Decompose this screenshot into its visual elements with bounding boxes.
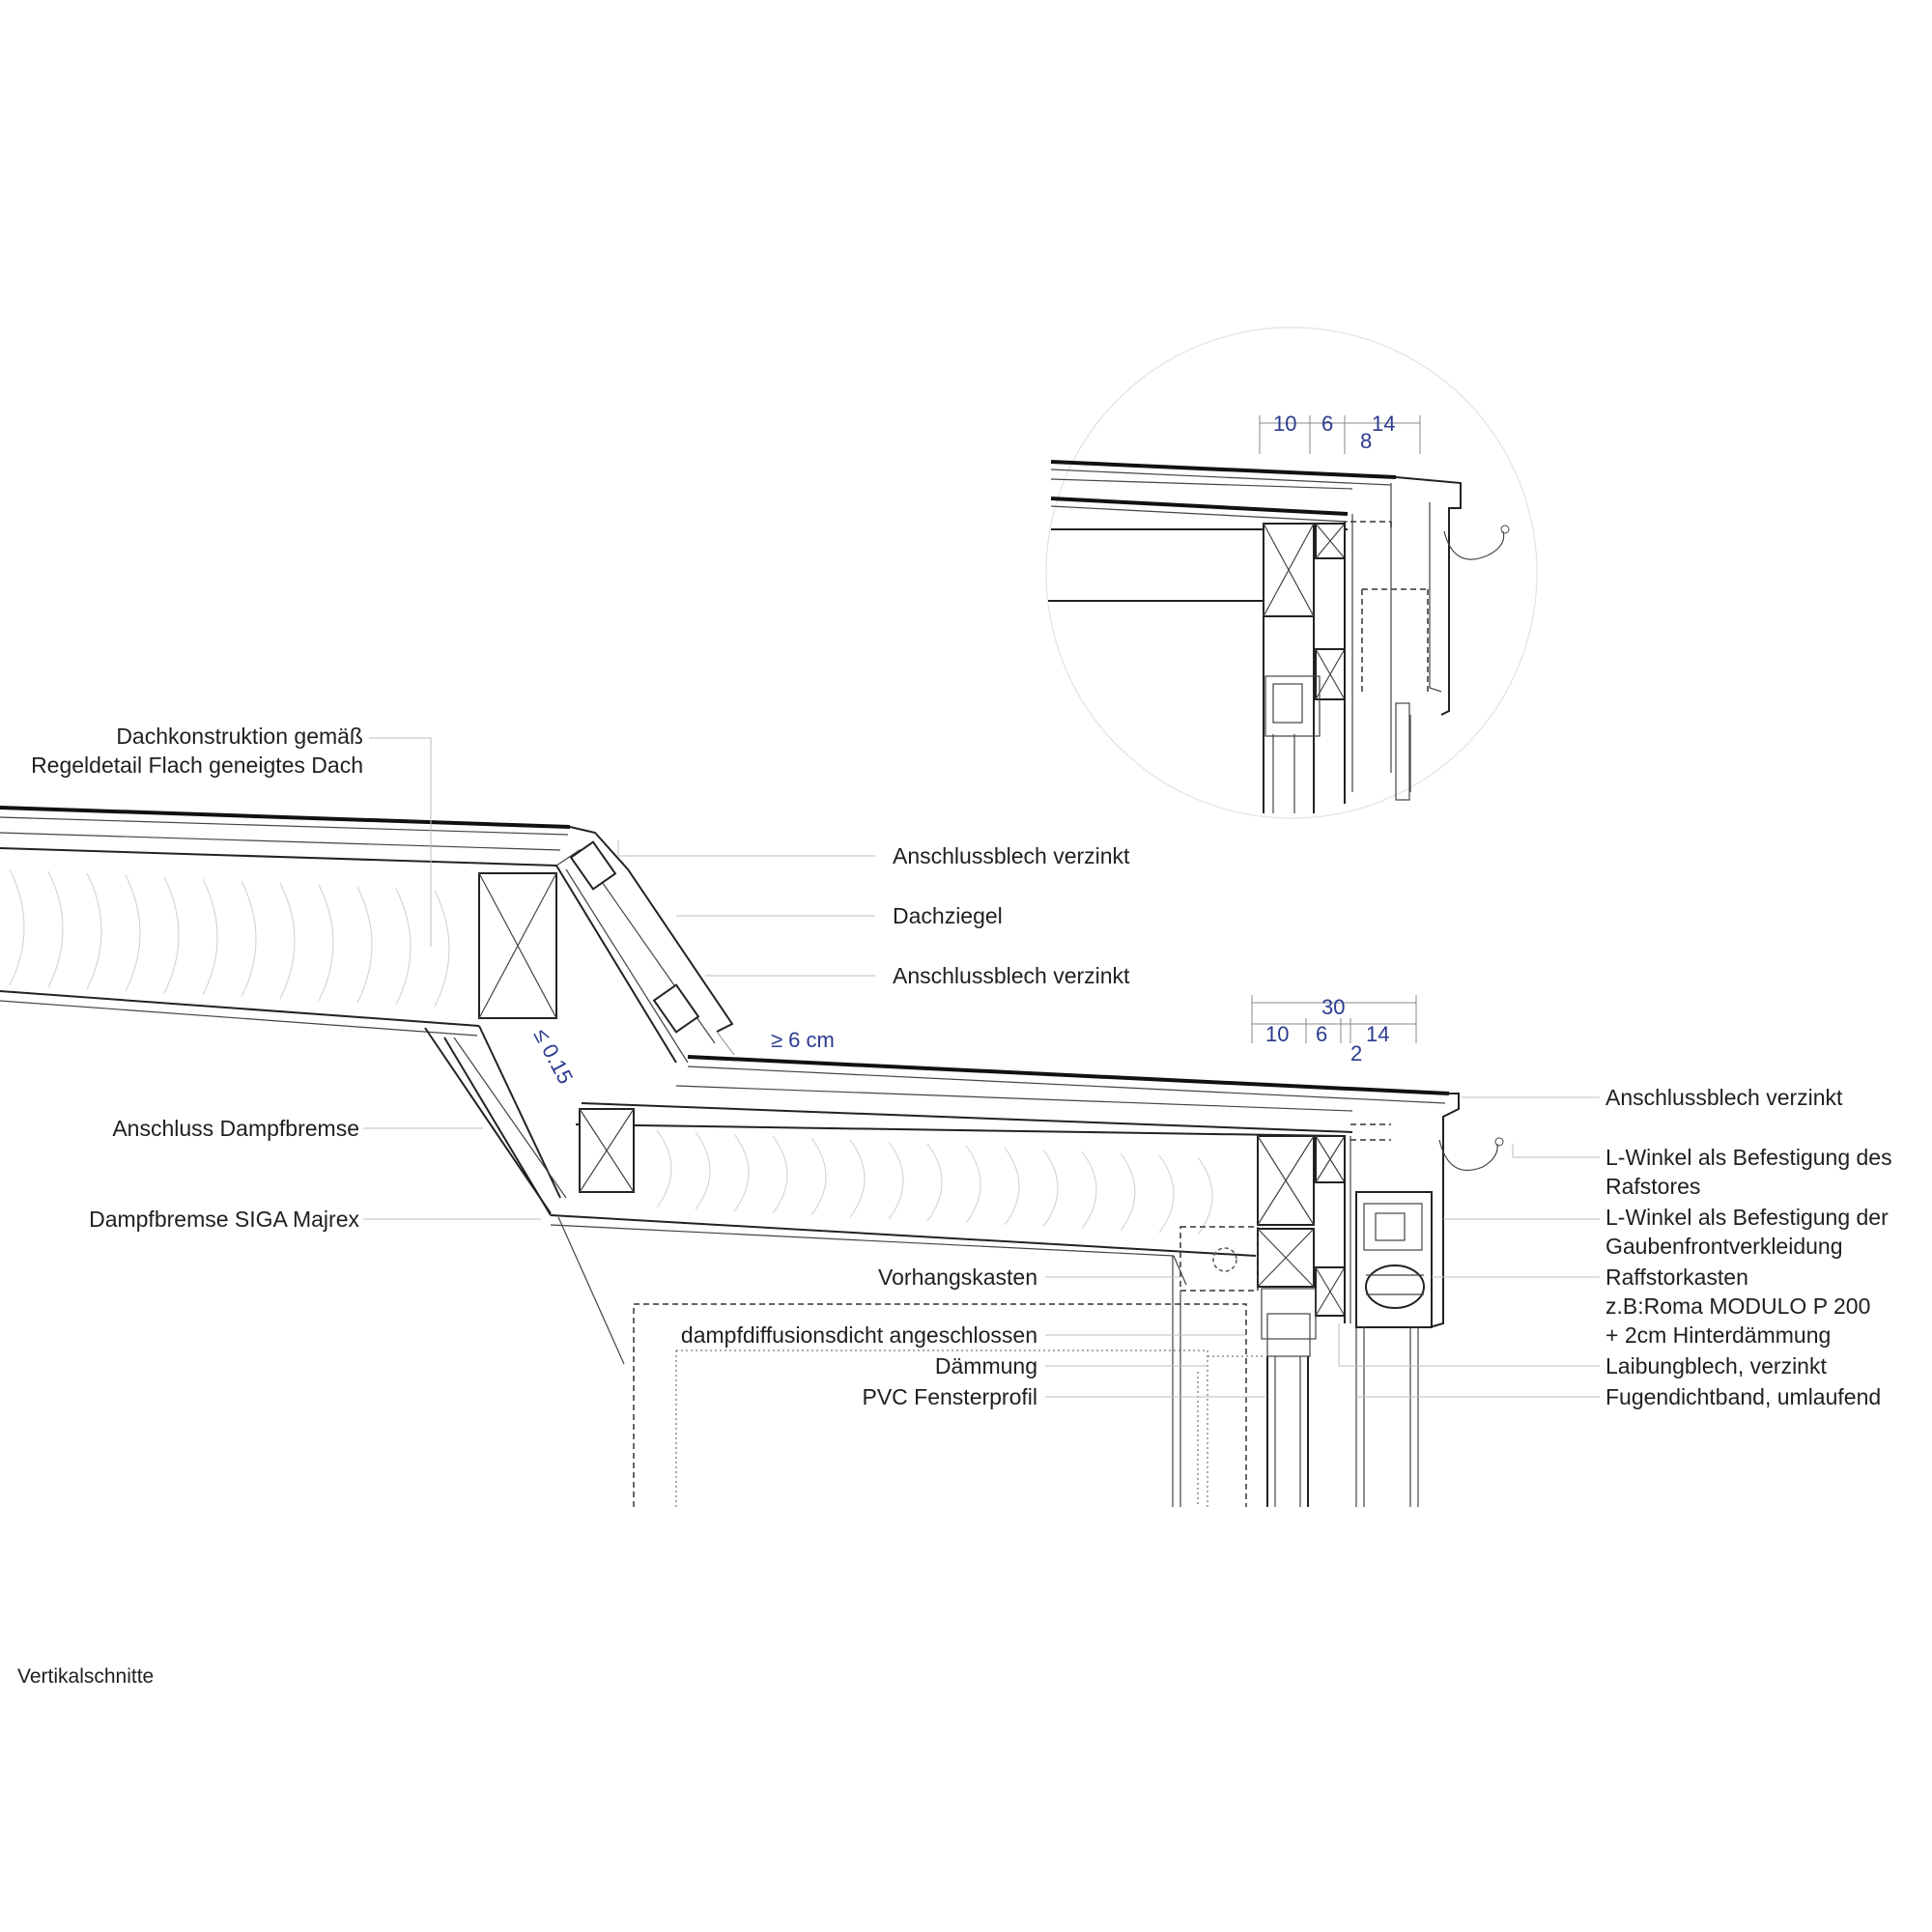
labels-left: Dachkonstruktion gemäß Regeldetail Flach… [31,724,363,1232]
detail-circle: 10 6 14 8 [1045,327,1538,819]
dim-slope: ≤ 0.15 [529,1025,579,1089]
detail-dim-6: 6 [1321,412,1333,436]
label-l-winkel-gauben-line2: Gaubenfrontverkleidung [1605,1234,1843,1259]
label-laibungblech: Laibungblech, verzinkt [1605,1353,1827,1378]
label-anschlussblech-1: Anschlussblech verzinkt [893,843,1130,868]
dim-6: 6 [1316,1022,1327,1046]
dim-14: 14 [1366,1022,1389,1046]
insulation-pattern-upper [9,868,450,1008]
label-raffstorkasten-line2: z.B:Roma MODULO P 200 [1605,1293,1870,1319]
label-vorhangskasten: Vorhangskasten [878,1264,1037,1290]
label-l-winkel-rafstores-line1: L-Winkel als Befestigung des [1605,1145,1892,1170]
main-section [0,806,1504,1507]
detail-dim-14: 14 [1372,412,1395,436]
detail-dim-8: 8 [1360,429,1372,453]
label-anschlussblech-3: Anschlussblech verzinkt [1605,1085,1843,1110]
label-l-winkel-rafstores-line2: Rafstores [1605,1174,1700,1199]
label-raffstorkasten-line1: Raffstorkasten [1605,1264,1748,1290]
label-daemmung: Dämmung [935,1353,1037,1378]
label-raffstorkasten-line3: + 2cm Hinterdämmung [1605,1322,1831,1348]
label-anschluss-dampfbremse: Anschluss Dampfbremse [112,1116,359,1141]
dim-overlap: ≥ 6 cm [771,1028,835,1052]
label-fugendichtband: Fugendichtband, umlaufend [1605,1384,1881,1409]
label-l-winkel-gauben-line1: L-Winkel als Befestigung der [1605,1205,1889,1230]
caption-vertikalschnitte: Vertikalschnitte [17,1665,154,1688]
label-dachkonstruktion-line2: Regeldetail Flach geneigtes Dach [31,753,363,778]
insulation-pattern-lower [656,1129,1213,1236]
label-anschlussblech-2: Anschlussblech verzinkt [893,963,1130,988]
dim-total-30: 30 [1321,995,1345,1019]
labels-center: Anschlussblech verzinkt Dachziegel Ansch… [681,843,1130,1409]
detail-dim-10: 10 [1273,412,1296,436]
label-dampfdiffusionsdicht: dampfdiffusionsdicht angeschlossen [681,1322,1037,1348]
dim-10: 10 [1265,1022,1289,1046]
label-dampfbremse-siga: Dampfbremse SIGA Majrex [89,1207,359,1232]
dim-2: 2 [1350,1041,1362,1065]
labels-right: Anschlussblech verzinkt L-Winkel als Bef… [1605,1085,1892,1409]
leader-lines [363,737,1600,1398]
label-dachziegel: Dachziegel [893,903,1003,928]
label-pvc-fensterprofil: PVC Fensterprofil [862,1384,1037,1409]
label-dachkonstruktion-line1: Dachkonstruktion gemäß [116,724,363,749]
